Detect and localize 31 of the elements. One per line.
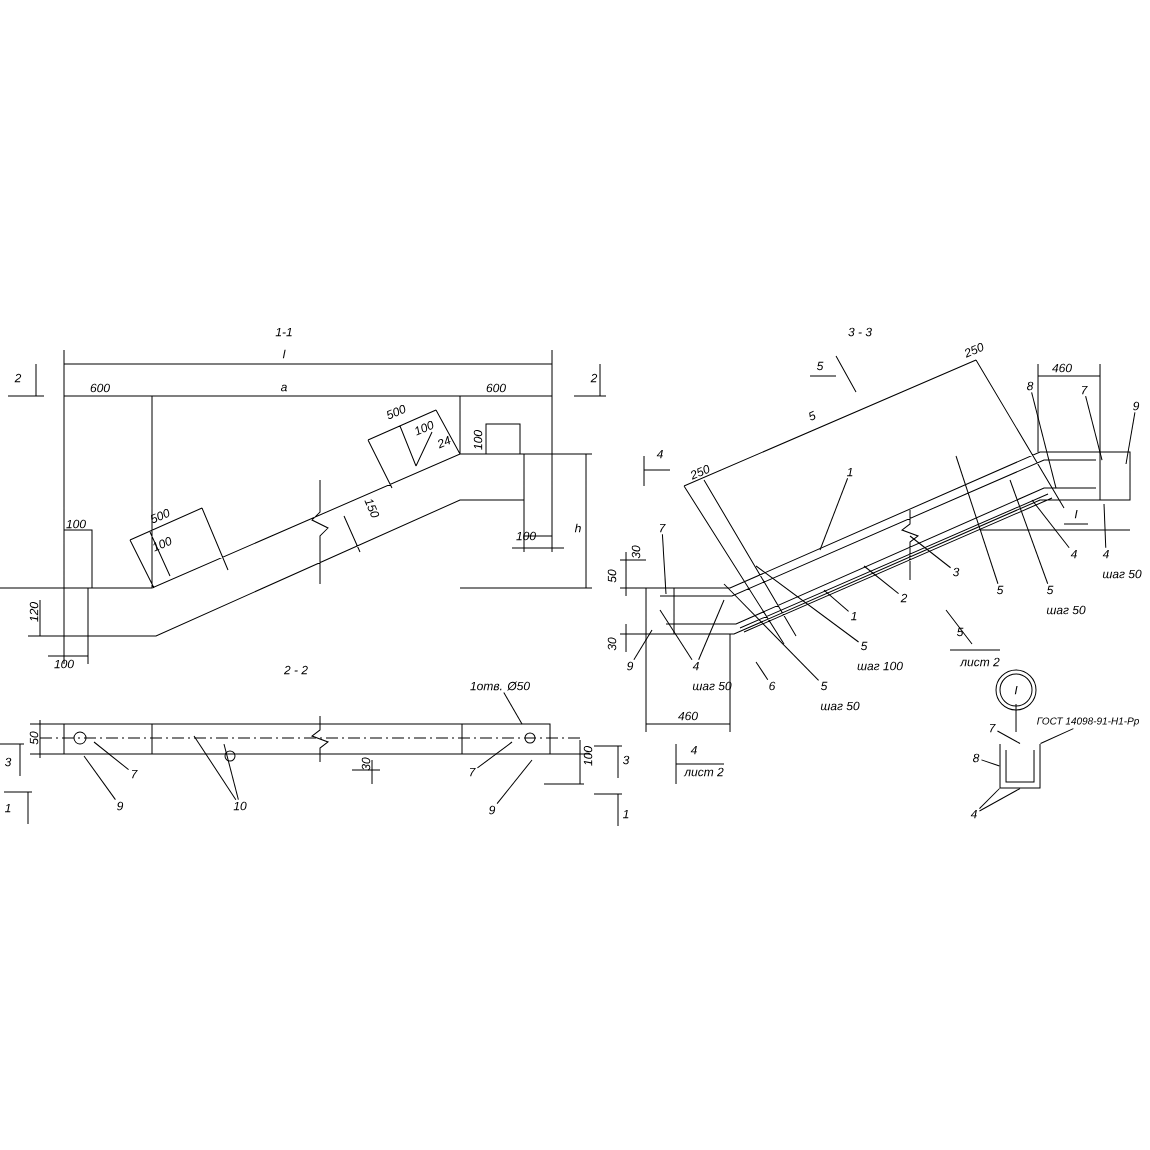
leader-line [996,730,1021,744]
leader-line [193,735,237,801]
leader-line [503,692,523,725]
leader-line [496,759,533,805]
rebar-section [999,743,1041,789]
leader-line [1125,411,1136,465]
leader-line [978,788,1000,810]
leader-line [955,455,999,585]
leader-line [93,741,130,771]
leader-line [1031,499,1070,549]
leader-line [755,661,769,681]
leader-line [755,565,860,643]
leader-line [863,565,900,595]
leader-line [633,629,653,661]
leader-line [819,477,849,551]
leader-line [476,741,513,769]
leader-line [1103,503,1107,549]
leader-line [978,788,1021,812]
leader-line [661,533,667,595]
leader-line [980,759,1000,767]
leader-line [83,755,116,801]
leader-line [823,589,850,612]
leader-line [909,535,952,569]
leader-line [1031,391,1057,489]
leader-line [698,599,725,661]
leader-line [1040,728,1074,744]
leader-line [723,583,820,681]
leader-line [1085,395,1103,461]
leader-line [1009,479,1049,585]
leader-line [659,609,693,661]
leader-line [223,743,239,801]
